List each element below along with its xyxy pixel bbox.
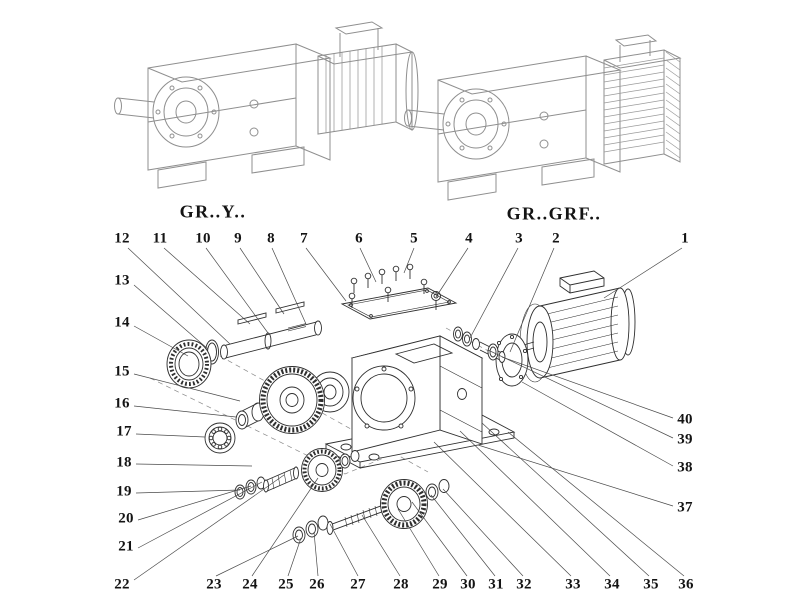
callout-36: 36 (678, 576, 694, 593)
flange-block-part (603, 34, 682, 165)
exploded-view-parts (166, 263, 636, 544)
model-label-gr-y: GR..Y.. (179, 201, 247, 222)
callout-7: 7 (300, 230, 308, 247)
gearmotor-foot-mounted-drawing (114, 21, 419, 189)
callout-21: 21 (118, 538, 134, 555)
oil-seal-ring-part (166, 339, 212, 389)
callout-31: 31 (488, 576, 504, 593)
callout-34: 34 (604, 576, 620, 593)
callout-14: 14 (114, 314, 130, 331)
cover-plate-part (340, 287, 458, 320)
callout-16: 16 (114, 395, 130, 412)
callout-18: 18 (116, 454, 132, 471)
callout-1: 1 (681, 230, 689, 247)
leader-lines (127, 247, 685, 581)
callout-37: 37 (677, 499, 693, 516)
adapter-flange-part (495, 333, 529, 387)
callout-32: 32 (516, 576, 532, 593)
motor-part (317, 21, 419, 135)
second-stage-shaft-part (292, 479, 450, 544)
input-shaft-part (453, 326, 506, 363)
callout-35: 35 (643, 576, 659, 593)
callout-29: 29 (432, 576, 448, 593)
cover-bolts-part (348, 263, 441, 310)
callout-12: 12 (114, 230, 130, 247)
callout-6: 6 (355, 230, 363, 247)
callout-39: 39 (677, 431, 693, 448)
callout-8: 8 (267, 230, 275, 247)
gearmotor-flange-mounted-drawing (404, 34, 682, 201)
callout-23: 23 (206, 576, 222, 593)
callout-3: 3 (515, 230, 523, 247)
gear-housing-part (324, 335, 516, 469)
callout-40: 40 (677, 411, 693, 428)
callout-26: 26 (309, 576, 325, 593)
callout-33: 33 (565, 576, 581, 593)
callout-19: 19 (116, 483, 132, 500)
callout-30: 30 (460, 576, 476, 593)
callout-9: 9 (234, 230, 242, 247)
callout-38: 38 (677, 459, 693, 476)
callout-15: 15 (114, 363, 130, 380)
callout-27: 27 (350, 576, 366, 593)
callout-24: 24 (242, 576, 258, 593)
callout-25: 25 (278, 576, 294, 593)
callout-10: 10 (195, 230, 211, 247)
motor-exploded-part (517, 270, 636, 383)
callout-22: 22 (114, 576, 130, 593)
callout-17: 17 (116, 423, 132, 440)
ball-bearing-part (204, 422, 236, 454)
callout-2: 2 (552, 230, 560, 247)
callout-4: 4 (465, 230, 473, 247)
intermediate-shaft-part (234, 448, 360, 500)
callout-5: 5 (410, 230, 418, 247)
callout-20: 20 (118, 510, 134, 527)
model-label-gr-grf: GR..GRF.. (506, 203, 602, 224)
callout-28: 28 (393, 576, 409, 593)
output-shaft-part (205, 301, 322, 365)
callout-13: 13 (114, 272, 130, 289)
helical-gear-part (259, 366, 325, 434)
callout-11: 11 (152, 230, 168, 247)
